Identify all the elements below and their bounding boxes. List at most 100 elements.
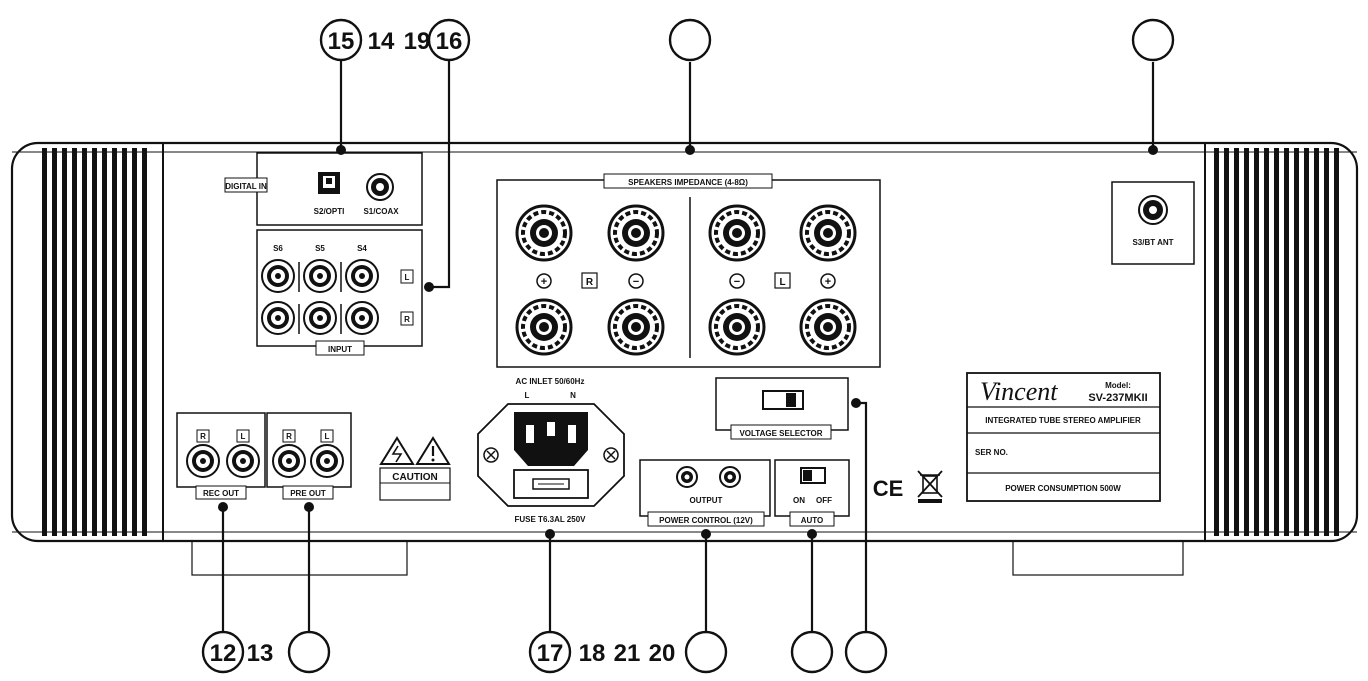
ce-mark: CE (873, 476, 904, 501)
coax-input-jack[interactable] (366, 173, 394, 201)
heatsink-fin (1234, 148, 1239, 536)
rec-out-l-jack[interactable] (226, 444, 260, 478)
heatsink-fin (1294, 148, 1299, 536)
auto-power-toggle[interactable] (800, 467, 826, 484)
heatsink-fin (102, 148, 107, 536)
power-control-panel: OUTPUT POWER CONTROL (12V) (639, 459, 771, 527)
speaker-terminal-r-plus-top[interactable] (515, 204, 573, 262)
ac-inlet-label: AC INLET 50/60Hz (516, 377, 585, 386)
heatsink-fin (1284, 148, 1289, 536)
nameplate: Vincent Model: SV-237MKII INTEGRATED TUB… (966, 372, 1161, 502)
input-s5-label: S5 (315, 244, 325, 253)
speaker-terminal-l-plus-bottom[interactable] (799, 298, 857, 356)
heatsink-fin (1214, 148, 1219, 536)
heatsink-fin (72, 148, 77, 536)
iec-power-socket[interactable] (514, 412, 588, 466)
pre-out-panel: R L PRE OUT (266, 412, 352, 500)
callout-12: 12 (210, 640, 237, 667)
foot-left (191, 539, 408, 576)
opti-label: S2/OPTI (314, 207, 345, 216)
voltage-selector-panel: VOLTAGE SELECTOR (715, 377, 849, 440)
trigger-output-jack-1[interactable] (676, 466, 698, 488)
heatsink-right (1214, 148, 1339, 536)
rca-jack-s4-left[interactable] (345, 259, 379, 293)
heatsink-fin (1244, 148, 1249, 536)
callout-circle-speakers (668, 18, 712, 62)
callout-circle-voltage (844, 630, 888, 674)
speaker-terminal-r-minus-top[interactable] (607, 204, 665, 262)
auto-switch-panel: ON OFF AUTO (774, 459, 850, 527)
callout-circle-17 (528, 630, 572, 674)
digital-in-label: DIGITAL IN (225, 182, 267, 191)
callout-circle-pre-out (287, 630, 331, 674)
rca-jack-s6-right[interactable] (261, 301, 295, 335)
trigger-output-jack-2[interactable] (719, 466, 741, 488)
heatsink-fin (132, 148, 137, 536)
callout-21: 21 (614, 640, 641, 667)
left-channel-label: L (779, 277, 785, 288)
product-description: INTEGRATED TUBE STEREO AMPLIFIER (985, 416, 1141, 425)
callout-leader-dots (218, 145, 1158, 539)
heatsink-fin (1334, 148, 1339, 536)
heatsink-fin (1264, 148, 1269, 536)
callout-20: 20 (649, 640, 676, 667)
auto-title: AUTO (801, 516, 824, 525)
fuse-holder[interactable] (513, 469, 589, 499)
speaker-terminal-l-minus-top[interactable] (708, 204, 766, 262)
inlet-screw-right-icon (603, 447, 619, 463)
rec-out-r-label: R (200, 432, 206, 441)
voltage-selector-title: VOLTAGE SELECTOR (739, 429, 822, 438)
heatsink-fin (42, 148, 47, 536)
coax-label: S1/COAX (363, 207, 399, 216)
input-left-marker: L (405, 273, 410, 282)
callout-15: 15 (328, 28, 355, 55)
speaker-terminal-r-minus-bottom[interactable] (607, 298, 665, 356)
high-voltage-warning-icon (379, 436, 415, 465)
callout-16: 16 (436, 28, 463, 55)
rec-out-title: REC OUT (203, 489, 239, 498)
speaker-terminal-l-plus-top[interactable] (799, 204, 857, 262)
rca-jack-s5-right[interactable] (303, 301, 337, 335)
output-label: OUTPUT (690, 496, 723, 505)
input-s6-label: S6 (273, 244, 283, 253)
heatsink-fin (112, 148, 117, 536)
rca-jack-s6-left[interactable] (261, 259, 295, 293)
pre-out-r-label: R (286, 432, 292, 441)
optical-input-jack[interactable] (318, 172, 340, 194)
auto-off-label: OFF (816, 496, 832, 505)
speaker-terminal-l-minus-bottom[interactable] (708, 298, 766, 356)
digital-in-panel: DIGITAL IN S2/OPTI S1/COAX (224, 152, 423, 226)
callout-circle-15 (319, 18, 363, 62)
rca-jack-s5-left[interactable] (303, 259, 337, 293)
ac-inlet-l-label: L (525, 391, 530, 400)
ac-inlet-panel: AC INLET 50/60Hz L N FUSE T6.3AL 250V (477, 377, 625, 524)
callout-circle-power-control (684, 630, 728, 674)
speakers-title: SPEAKERS IMPEDANCE (4-8Ω) (628, 178, 748, 187)
rec-out-r-jack[interactable] (186, 444, 220, 478)
heatsink-left (42, 148, 147, 536)
heatsink-fin (92, 148, 97, 536)
callout-18: 18 (579, 640, 606, 667)
heatsink-fin (1224, 148, 1229, 536)
pre-out-title: PRE OUT (290, 489, 326, 498)
ac-inlet-n-label: N (570, 391, 576, 400)
bt-antenna-connector[interactable] (1138, 195, 1168, 225)
voltage-selector-switch[interactable] (762, 390, 804, 410)
pre-out-l-jack[interactable] (310, 444, 344, 478)
caution-label-panel: CAUTION (379, 436, 451, 501)
left-minus-symbol: − (734, 276, 740, 288)
pre-out-r-jack[interactable] (272, 444, 306, 478)
rca-jack-s4-right[interactable] (345, 301, 379, 335)
bt-antenna-panel: S3/BT ANT (1111, 181, 1195, 265)
callout-circle-12 (201, 630, 245, 674)
heatsink-fin (1254, 148, 1259, 536)
heatsink-fin (1324, 148, 1329, 536)
speaker-terminal-r-plus-bottom[interactable] (515, 298, 573, 356)
callout-circle-bt (1131, 18, 1175, 62)
heatsink-fin (1304, 148, 1309, 536)
heatsink-fin (1314, 148, 1319, 536)
heatsink-fin (1274, 148, 1279, 536)
rec-out-panel: R L REC OUT (176, 412, 266, 500)
heatsink-fin (62, 148, 67, 536)
